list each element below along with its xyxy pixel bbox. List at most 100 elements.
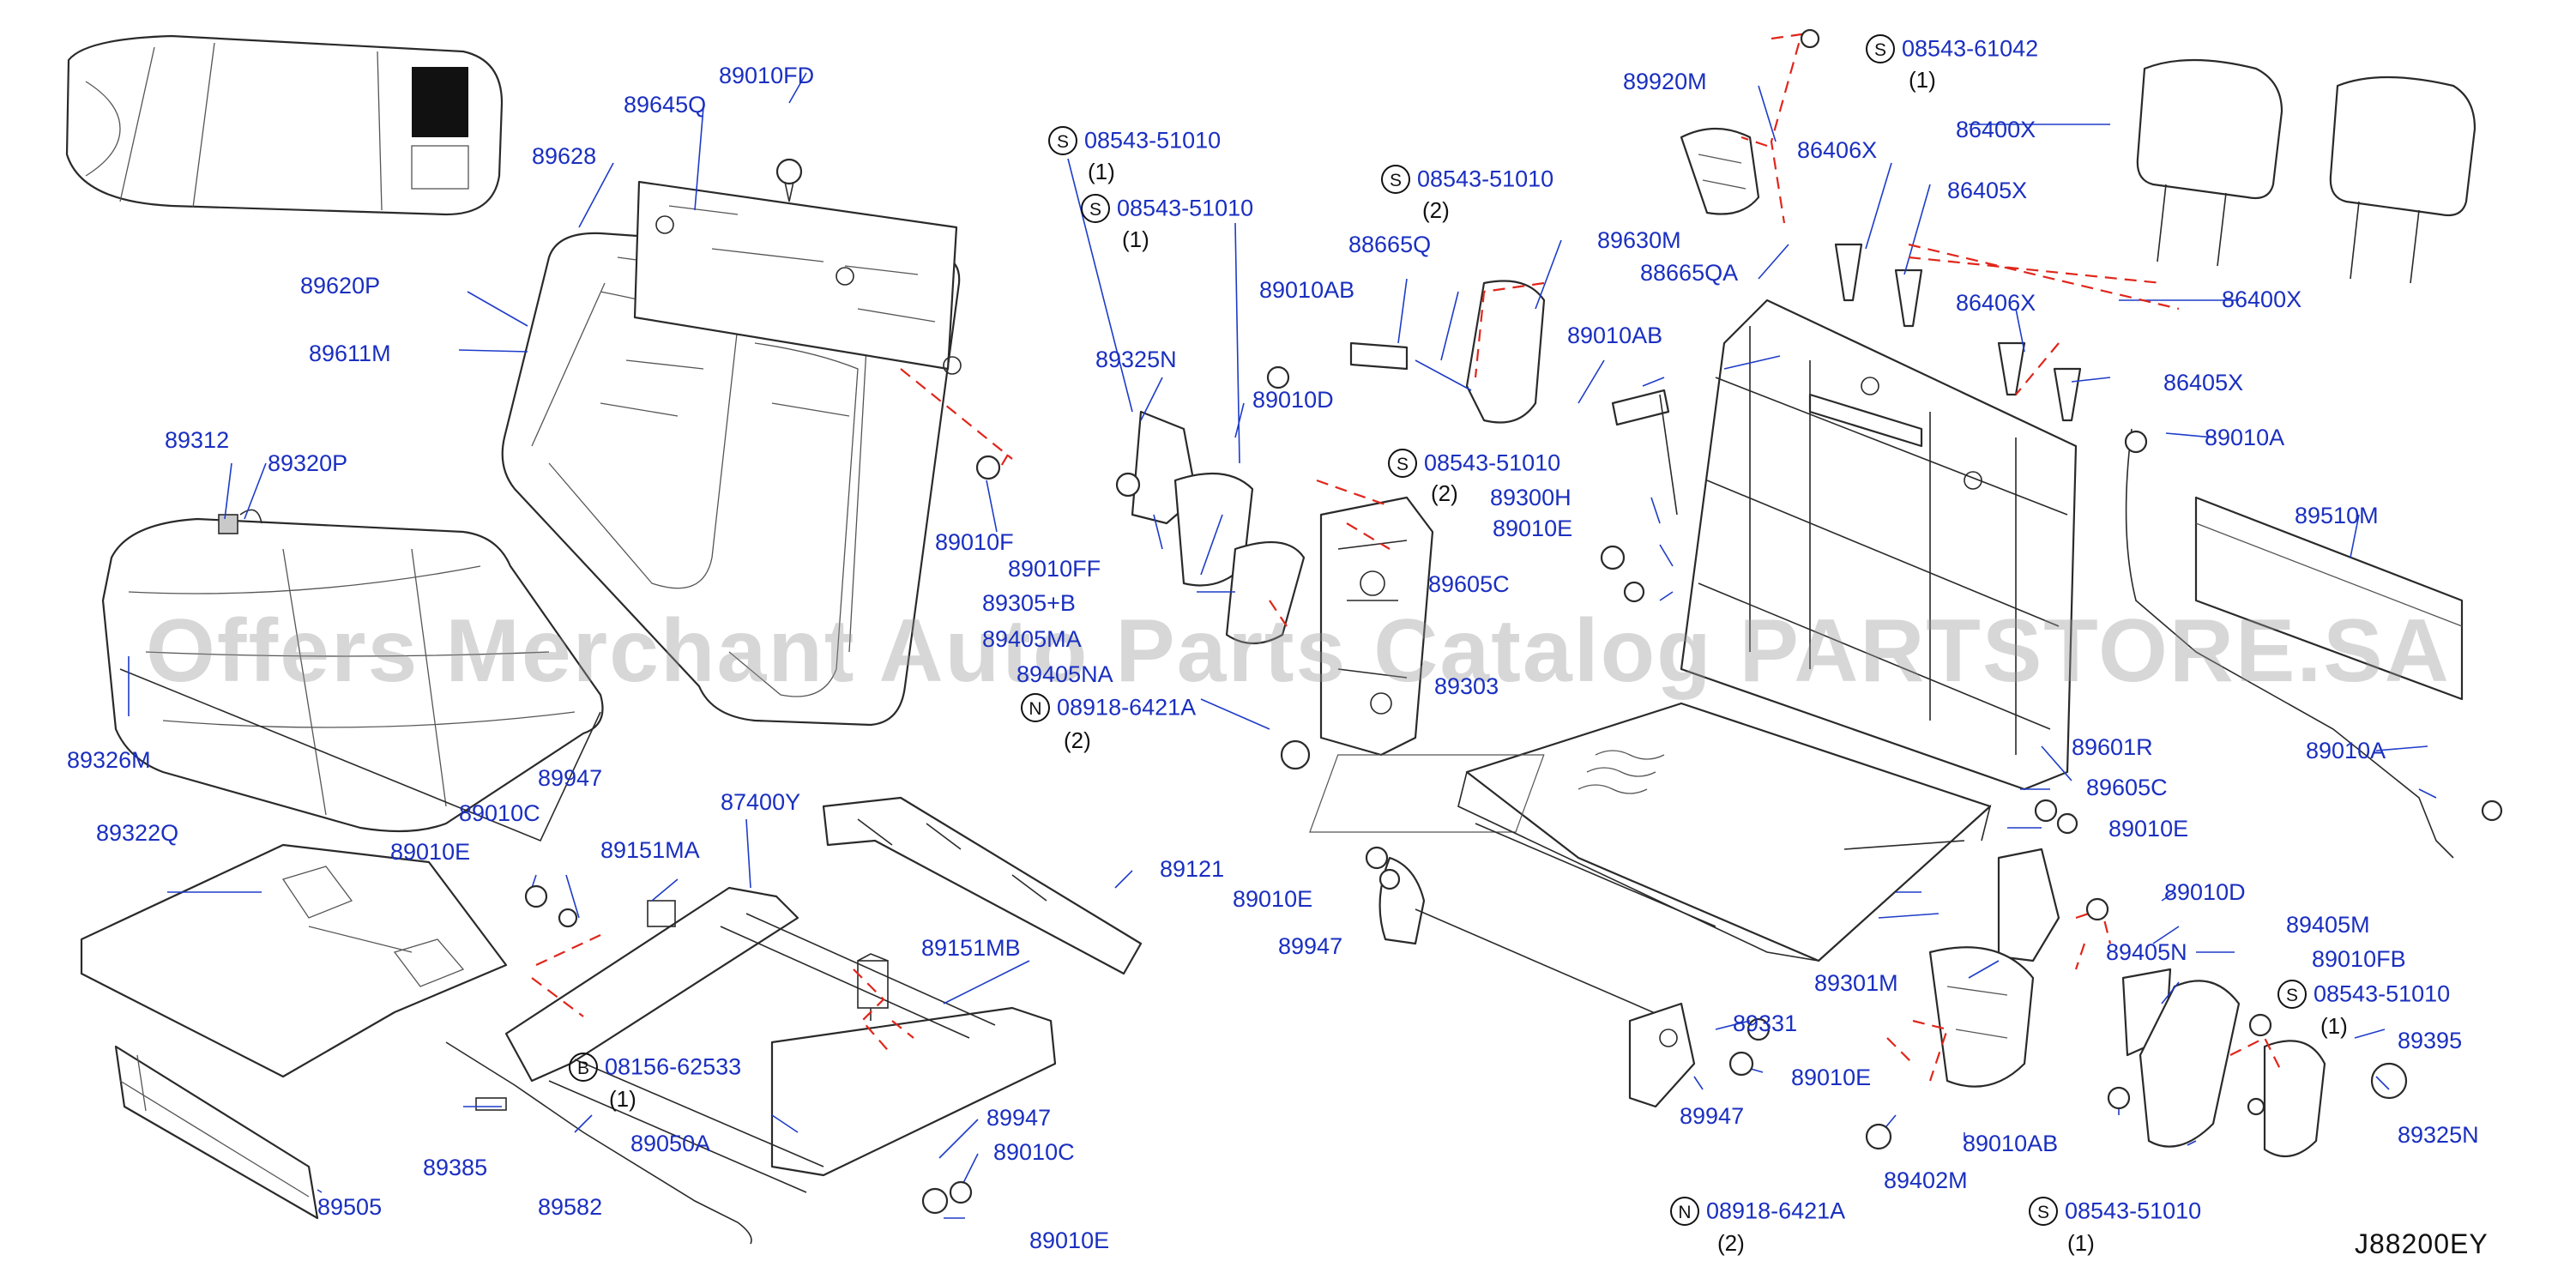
back-board bbox=[2125, 428, 2464, 859]
label-88665qa[interactable]: 88665QA bbox=[1640, 260, 1739, 286]
qty-s7: (1) bbox=[2067, 1230, 2095, 1256]
label-89010e-b[interactable]: 89010E bbox=[1029, 1228, 1110, 1253]
label-89010f[interactable]: 89010F bbox=[935, 529, 1014, 555]
label-86406x-b[interactable]: 86406X bbox=[1956, 290, 2036, 316]
label-89010ff[interactable]: 89010FF bbox=[1008, 556, 1101, 582]
label-89010a-b[interactable]: 89010A bbox=[2306, 738, 2386, 763]
center-brackets bbox=[1349, 280, 1678, 516]
label-89605c-a[interactable]: 89605C bbox=[1428, 571, 1510, 597]
label-89320p[interactable]: 89320P bbox=[268, 450, 348, 476]
carpet-panel bbox=[114, 1045, 319, 1220]
qty-b1: (1) bbox=[609, 1086, 636, 1112]
label-89301m[interactable]: 89301M bbox=[1814, 970, 1898, 996]
recliner-covers-left bbox=[1131, 410, 1434, 757]
label-89010d-b[interactable]: 89010D bbox=[2164, 879, 2246, 905]
label-88665q[interactable]: 88665Q bbox=[1348, 232, 1432, 257]
label-89325n-b[interactable]: 89325N bbox=[2398, 1122, 2479, 1148]
label-89947-b[interactable]: 89947 bbox=[986, 1105, 1052, 1131]
label-89010e-d[interactable]: 89010E bbox=[1233, 886, 1313, 912]
label-89402m[interactable]: 89402M bbox=[1884, 1167, 1968, 1193]
label-89628[interactable]: 89628 bbox=[532, 143, 597, 169]
label-89395[interactable]: 89395 bbox=[2398, 1028, 2463, 1053]
label-89405na[interactable]: 89405NA bbox=[1017, 661, 1113, 687]
label-89405ma[interactable]: 89405MA bbox=[982, 626, 1082, 652]
seat-cushion-frame bbox=[1309, 702, 1992, 962]
label-89010c-a[interactable]: 89010C bbox=[459, 800, 540, 826]
label-89010ab-c[interactable]: 89010AB bbox=[1963, 1131, 2059, 1156]
label-89312[interactable]: 89312 bbox=[165, 427, 230, 453]
label-89385[interactable]: 89385 bbox=[423, 1155, 488, 1180]
label-89151ma[interactable]: 89151MA bbox=[600, 837, 700, 863]
top-mechanism bbox=[1680, 127, 1760, 215]
label-89582[interactable]: 89582 bbox=[538, 1194, 603, 1220]
label-89050a[interactable]: 89050A bbox=[630, 1131, 711, 1156]
label-89322q[interactable]: 89322Q bbox=[96, 820, 179, 846]
label-89121[interactable]: 89121 bbox=[1160, 856, 1225, 882]
label-89303[interactable]: 89303 bbox=[1434, 673, 1499, 699]
label-89325n-a[interactable]: 89325N bbox=[1095, 347, 1177, 372]
qty-s5: (1) bbox=[1909, 67, 1936, 93]
qty-s3: (2) bbox=[1422, 197, 1450, 223]
label-89010e-c[interactable]: 89010E bbox=[1493, 516, 1573, 541]
label-89010a-a[interactable]: 89010A bbox=[2205, 425, 2285, 450]
bolt-symbol-icon: B bbox=[569, 1053, 598, 1082]
label-89010ab-b[interactable]: 89010AB bbox=[1567, 323, 1663, 348]
label-89010c-b[interactable]: 89010C bbox=[993, 1139, 1075, 1165]
label-89611m[interactable]: 89611M bbox=[309, 341, 391, 366]
floor-pad bbox=[80, 843, 508, 1078]
label-89947-c[interactable]: 89947 bbox=[1278, 933, 1343, 959]
label-89630m[interactable]: 89630M bbox=[1597, 227, 1681, 253]
label-89947-d[interactable]: 89947 bbox=[1680, 1103, 1745, 1129]
label-89331[interactable]: 89331 bbox=[1733, 1011, 1798, 1036]
label-89151mb[interactable]: 89151MB bbox=[921, 935, 1021, 961]
label-89601r[interactable]: 89601R bbox=[2072, 734, 2153, 760]
s-symbol-icon: S bbox=[1381, 165, 1410, 194]
label-89010fb[interactable]: 89010FB bbox=[2312, 946, 2406, 972]
label-89405n[interactable]: 89405N bbox=[2106, 939, 2187, 965]
label-89620p[interactable]: 89620P bbox=[300, 273, 381, 299]
label-89305b[interactable]: 89305+B bbox=[982, 590, 1076, 616]
leader-lines bbox=[128, 72, 2437, 1219]
s-symbol-icon: S bbox=[1048, 126, 1077, 155]
release-rod bbox=[445, 1041, 752, 1245]
label-89645q[interactable]: 89645Q bbox=[624, 92, 707, 118]
vehicle-locator-icon bbox=[65, 34, 504, 216]
label-89300h[interactable]: 89300H bbox=[1490, 485, 1572, 510]
label-89010ab-a[interactable]: 89010AB bbox=[1259, 277, 1355, 303]
label-89010e-a[interactable]: 89010E bbox=[390, 839, 471, 865]
n-symbol-icon: N bbox=[1021, 693, 1050, 722]
label-89605c-b[interactable]: 89605C bbox=[2086, 775, 2168, 800]
label-89010d-a[interactable]: 89010D bbox=[1252, 387, 1334, 413]
s-symbol-icon: S bbox=[1081, 194, 1110, 223]
label-89010e-f[interactable]: 89010E bbox=[1791, 1065, 1872, 1090]
label-86406x-a[interactable]: 86406X bbox=[1797, 137, 1878, 163]
label-89920m[interactable]: 89920M bbox=[1623, 69, 1707, 94]
label-86405x-a[interactable]: 86405X bbox=[1947, 178, 2028, 203]
label-89947-a[interactable]: 89947 bbox=[538, 765, 603, 791]
label-89510m[interactable]: 89510M bbox=[2295, 503, 2379, 528]
label-89326m[interactable]: 89326M bbox=[67, 747, 151, 773]
assembly-dash-lines bbox=[531, 33, 2283, 1082]
label-89010e-e[interactable]: 89010E bbox=[2108, 816, 2189, 842]
seat-back-frame bbox=[1680, 299, 2078, 791]
qty-n2: (2) bbox=[1717, 1230, 1745, 1256]
label-87400y[interactable]: 87400Y bbox=[721, 789, 801, 815]
label-89505[interactable]: 89505 bbox=[317, 1194, 383, 1220]
label-86400x-b[interactable]: 86400X bbox=[2222, 287, 2302, 312]
label-89010fd[interactable]: 89010FD bbox=[719, 63, 815, 88]
label-86400x-a[interactable]: 86400X bbox=[1956, 117, 2036, 142]
s-symbol-icon: S bbox=[2277, 980, 2307, 1009]
label-86405x-b[interactable]: 86405X bbox=[2163, 370, 2244, 395]
label-89405m[interactable]: 89405M bbox=[2286, 912, 2370, 938]
